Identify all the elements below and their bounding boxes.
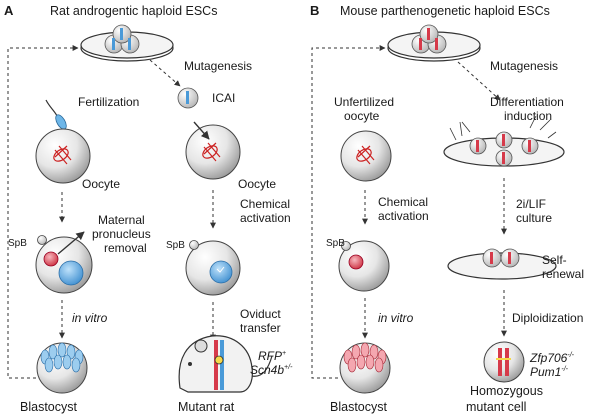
label-maternal-removal-1: Maternal — [98, 213, 145, 227]
label-in-vitro-b: in vitro — [378, 311, 414, 325]
sperm-icon — [45, 99, 67, 130]
label-chem-activation-a-1: Chemical — [240, 197, 291, 211]
label-differentiation-2: induction — [504, 109, 553, 123]
petri-dish-a — [80, 24, 174, 62]
label-culture-1: 2i/LIF — [516, 197, 547, 211]
label-unfertilized-1: Unfertilized — [334, 95, 395, 109]
label-fertilization: Fertilization — [78, 95, 140, 109]
label-oviduct-1: Oviduct — [240, 307, 281, 321]
label-differentiation-1: Differentiation — [490, 95, 564, 109]
label-spb-a-right: SpB — [166, 240, 185, 251]
label-mutagenesis-b: Mutagenesis — [490, 59, 559, 73]
self-renewal-dish — [447, 248, 557, 280]
label-oocyte-a-right: Oocyte — [238, 177, 277, 191]
label-mutagenesis-a: Mutagenesis — [184, 59, 253, 73]
label-oviduct-2: transfer — [240, 321, 281, 335]
esc-cell-icai — [177, 87, 199, 109]
label-rat-gene-2: Scn4b+/- — [250, 363, 293, 377]
label-cell-gene-2: Pum1-/- — [530, 365, 568, 379]
label-maternal-removal-2: pronucleus — [92, 227, 151, 241]
label-homozygous-2: mutant cell — [466, 400, 527, 414]
label-oocyte-a-left: Oocyte — [82, 177, 121, 191]
panel-letter-b: B — [310, 3, 320, 18]
oocyte-a-right — [185, 121, 241, 180]
label-maternal-removal-3: removal — [104, 241, 147, 255]
label-spb-a-left: SpB — [8, 238, 27, 249]
esc-colony-b — [411, 24, 447, 54]
label-mutant-rat: Mutant rat — [178, 400, 235, 414]
oocyte-a-left — [35, 128, 91, 184]
esc-colony-a — [104, 24, 140, 54]
blastocyst-b — [339, 342, 391, 394]
panel-title-a: Rat androgentic haploid ESCs — [50, 4, 218, 18]
label-self-renewal-2: renewal — [542, 267, 585, 281]
label-blastocyst-a: Blastocyst — [20, 400, 77, 414]
label-diploidization: Diploidization — [512, 311, 584, 325]
label-rat-gene-1: RFP+ — [258, 349, 287, 363]
petri-dish-b — [387, 24, 481, 62]
label-blastocyst-b: Blastocyst — [330, 400, 387, 414]
label-spb-b: SpB — [326, 238, 345, 249]
label-chem-activation-b-2: activation — [378, 209, 429, 223]
mutant-rat-icon — [178, 335, 273, 393]
label-icai: ICAI — [212, 91, 236, 105]
loop-arrow-b — [311, 45, 386, 379]
label-in-vitro-a: in vitro — [72, 311, 108, 325]
label-self-renewal-1: Self- — [542, 253, 567, 267]
zygote-a-left — [35, 231, 93, 294]
label-chem-activation-b-1: Chemical — [378, 195, 429, 209]
oocyte-b — [340, 130, 392, 182]
blastocyst-a — [36, 342, 88, 394]
panel-title-b: Mouse parthenogenetic haploid ESCs — [340, 4, 550, 18]
loop-arrow-a — [7, 45, 79, 379]
label-culture-2: culture — [516, 211, 553, 225]
panel-letter-a: A — [4, 3, 14, 18]
activated-oocyte-b — [338, 240, 390, 292]
label-unfertilized-2: oocyte — [344, 109, 380, 123]
label-homozygous-1: Homozygous — [470, 384, 543, 398]
homozygous-cell-icon — [483, 341, 525, 383]
activated-oocyte-a — [185, 240, 241, 296]
dashed-arrow-mutagenesis-to-icai — [149, 59, 181, 87]
label-cell-gene-1: Zfp706-/- — [530, 351, 574, 365]
label-chem-activation-a-2: activation — [240, 211, 291, 225]
differentiation-dish — [443, 115, 565, 167]
